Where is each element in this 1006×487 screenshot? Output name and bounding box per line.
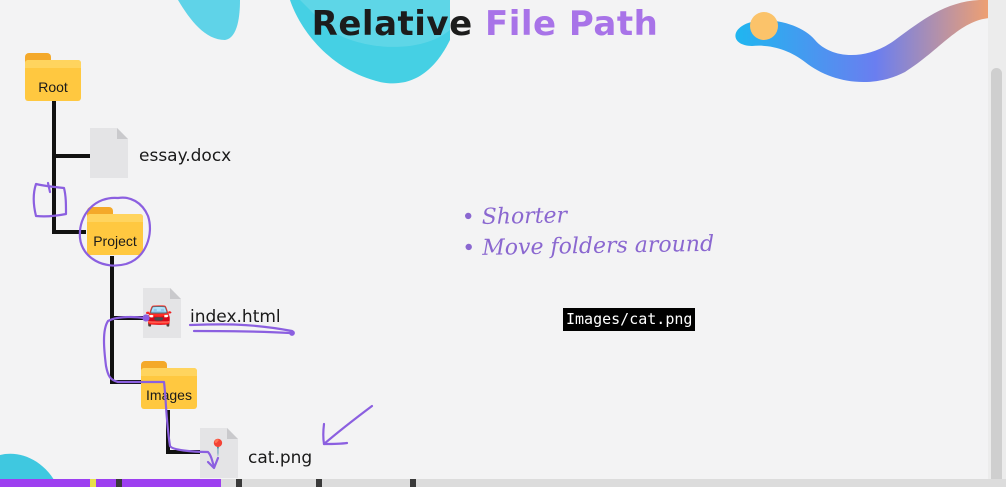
index-file: 🚘: [143, 288, 181, 338]
progress-played: [0, 479, 222, 487]
cat-file-name: cat.png: [248, 448, 313, 468]
chapter-marker[interactable]: [316, 479, 322, 487]
chapter-marker[interactable]: [236, 479, 242, 487]
images-folder-label: Images: [146, 387, 192, 403]
scrollbar-thumb[interactable]: [991, 68, 1002, 487]
tree-line-essay-branch: [52, 154, 90, 158]
vertical-scrollbar[interactable]: [988, 0, 1006, 487]
arrow-icon: [322, 404, 374, 446]
root-folder: Root: [25, 53, 81, 101]
video-progress-bar[interactable]: [0, 479, 1006, 487]
tree-line-root-vertical: [52, 100, 56, 234]
project-folder: Project: [87, 207, 143, 255]
index-file-name: index.html: [190, 307, 281, 327]
title-part-accent: File Path: [484, 4, 659, 44]
project-folder-label: Project: [93, 233, 137, 249]
essay-file: [90, 128, 128, 178]
relative-path-box: Images/cat.png: [563, 308, 696, 331]
tree-line-cat-branch: [166, 450, 202, 454]
chapter-marker[interactable]: [116, 479, 122, 487]
chapter-marker[interactable]: [90, 479, 96, 487]
pin-icon: 📍: [208, 440, 228, 457]
essay-file-name: essay.docx: [139, 146, 232, 166]
car-icon: 🚘: [145, 302, 173, 327]
tree-line-project-branch: [52, 230, 86, 234]
chapter-marker[interactable]: [410, 479, 416, 487]
page-title: Relative File Path: [0, 4, 970, 44]
images-folder: Images: [141, 361, 197, 409]
root-folder-label: Root: [38, 79, 68, 95]
title-part-dark: Relative: [311, 4, 473, 44]
